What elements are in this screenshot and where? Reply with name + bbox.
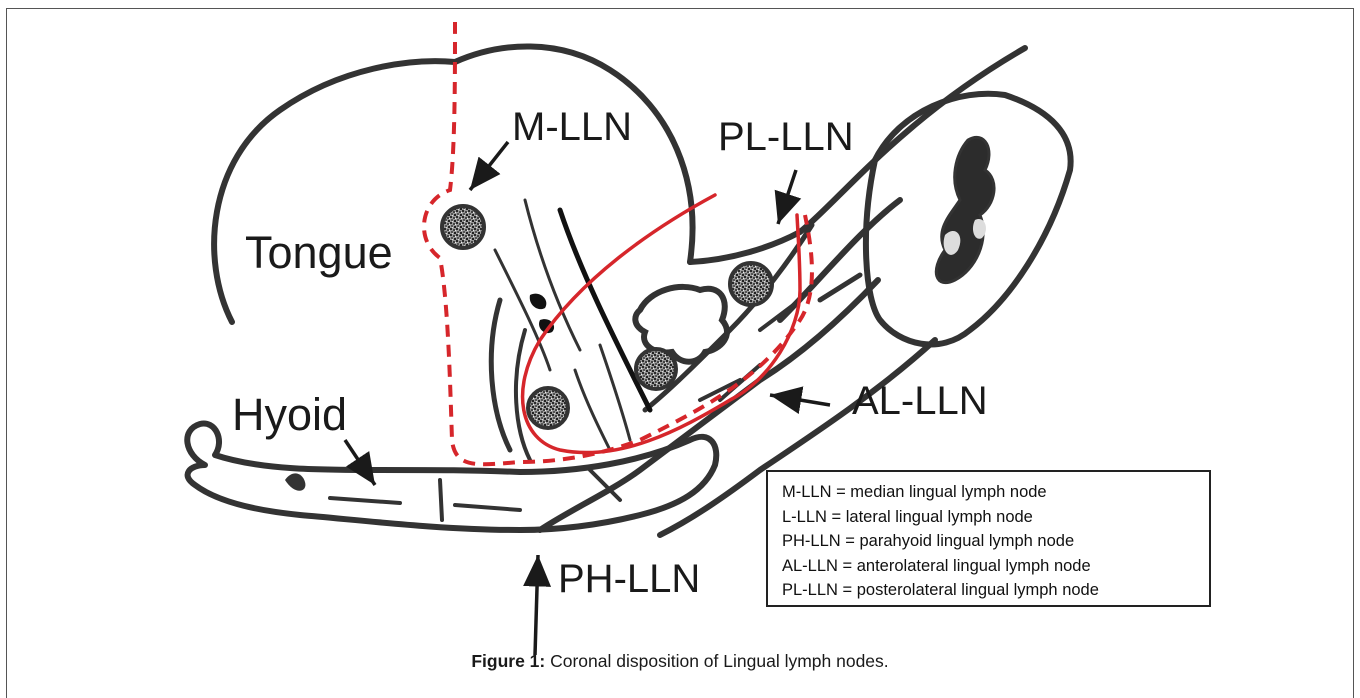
lymph-node-lateral bbox=[636, 349, 676, 389]
figure-caption: Figure 1: Coronal disposition of Lingual… bbox=[0, 651, 1360, 672]
legend-entry-al-lln: AL-LLN = anterolateral lingual lymph nod… bbox=[782, 554, 1209, 579]
arrow-hyoid bbox=[345, 440, 375, 485]
arrow-al-lln bbox=[770, 395, 830, 405]
lymph-node-median bbox=[442, 206, 484, 248]
hyoid-bump bbox=[285, 473, 305, 490]
legend-entry-ph-lln: PH-LLN = parahyoid lingual lymph node bbox=[782, 529, 1209, 554]
lymph-node-parahyoid bbox=[528, 388, 568, 428]
hyoid-inner-3 bbox=[440, 480, 442, 520]
pharynx-streak-1 bbox=[820, 275, 860, 300]
legend-entry-l-lln: L-LLN = lateral lingual lymph node bbox=[782, 505, 1209, 530]
label-al-lln: AL-LLN bbox=[852, 379, 988, 423]
legend-entry-m-lln: M-LLN = median lingual lymph node bbox=[782, 480, 1209, 505]
muscle-line-6 bbox=[575, 370, 610, 450]
caption-text: Coronal disposition of Lingual lymph nod… bbox=[545, 651, 888, 671]
larynx-cavity bbox=[936, 137, 994, 282]
caption-prefix: Figure 1: bbox=[471, 651, 545, 671]
label-pl-lln: PL-LLN bbox=[718, 115, 854, 159]
lymph-node-posterolateral bbox=[730, 263, 772, 305]
muscle-line-3 bbox=[495, 250, 550, 370]
arrow-m-lln bbox=[470, 142, 508, 190]
muscle-line-4 bbox=[491, 300, 510, 450]
label-hyoid: Hyoid bbox=[232, 389, 347, 440]
legend-box: M-LLN = median lingual lymph node L-LLN … bbox=[766, 470, 1211, 607]
arrow-pl-lln bbox=[778, 170, 796, 224]
hyoid-inner-2 bbox=[455, 505, 520, 510]
hyoid-inner-1 bbox=[330, 498, 400, 503]
label-m-lln: M-LLN bbox=[512, 105, 632, 149]
arrow-ph-lln bbox=[535, 555, 538, 655]
label-tongue: Tongue bbox=[245, 227, 393, 278]
muscle-blob-1 bbox=[530, 294, 547, 309]
legend-entry-pl-lln: PL-LLN = posterolateral lingual lymph no… bbox=[782, 578, 1209, 603]
label-ph-lln: PH-LLN bbox=[558, 557, 700, 601]
